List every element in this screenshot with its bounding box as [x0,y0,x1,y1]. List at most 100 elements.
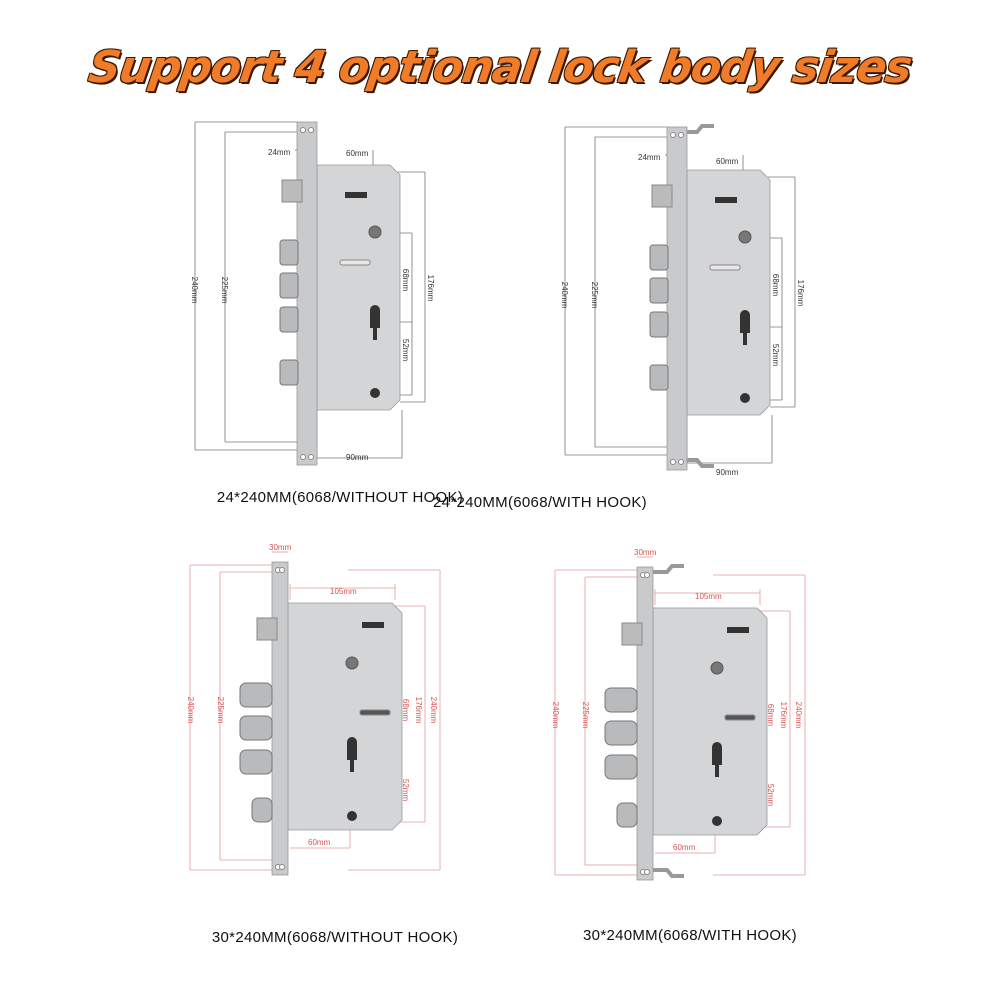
bottom-hole [347,811,357,821]
slot [339,259,371,266]
caption-30-without-hook: 30*240MM(6068/WITHOUT HOOK) [211,929,459,946]
lock-body [686,169,771,416]
dim-width: 105mm [695,592,722,601]
deadbolt [649,311,669,338]
dim-lower: 52mm [401,779,410,802]
dim-inner: 225mm [216,697,225,724]
lock-drawing: 240mm 225mm 24mm 60mm 176mm 68mm 52mm 90… [190,121,435,466]
screw-hole [300,454,306,460]
slot [727,627,749,633]
slot [345,192,367,198]
cylinder-cutout [347,737,357,772]
page-title: Support 4 optional lock body sizes [85,42,915,93]
cylinder-cutout [740,310,750,345]
dim-total: 240mm [186,697,195,724]
dim-lower: 52mm [401,339,410,362]
spindle-hole [738,230,752,244]
dim-upper: 68mm [401,699,410,722]
slot [709,264,741,271]
screw-hole [300,127,306,133]
lock-diagram-30-without-hook: 30mm 105mm 240mm 225mm 68mm 176mm 240mm … [180,540,460,880]
screw-hole [308,127,314,133]
screw-hole [279,567,285,573]
slot [715,197,737,203]
screw-hole [670,459,676,465]
dim-width: 90mm [716,468,739,477]
dim-backset: 60mm [308,838,331,847]
faceplate [296,121,318,466]
dim-width: 90mm [346,453,369,462]
dim-body: 176mm [779,702,788,729]
deadbolt [604,720,638,746]
dim-backset: 60mm [346,149,369,158]
dim-face: 24mm [638,153,661,162]
slot [362,622,384,628]
dim-width: 105mm [330,587,357,596]
deadbolt [649,244,669,271]
dim-total: 240mm [560,282,569,309]
dim-inner: 225mm [220,277,229,304]
lock-diagram-24-with-hook: 240mm 225mm 24mm 60mm 176mm 68mm 52mm 90… [550,115,830,477]
latch-bolt [621,622,643,646]
dim-upper: 68mm [766,704,775,727]
lock-diagram-30-with-hook: 30mm 105mm 240mm 225mm 68mm 176mm 240mm … [545,545,825,885]
spindle-hole [345,656,359,670]
top-hook [649,564,684,574]
lock-body [652,607,768,836]
bottom-hole [740,393,750,403]
deadbolt [649,364,669,391]
screw-hole [670,132,676,138]
bottom-hook [649,868,684,878]
lock-diagram-24-without-hook: 240mm 225mm 24mm 60mm 176mm 68mm 52mm 90… [180,110,460,470]
deadbolt [251,797,273,823]
faceplate [666,126,688,471]
dim-body: 176mm [796,280,805,307]
screw-hole [678,132,684,138]
bottom-hook [679,458,714,468]
caption-24-with-hook: 24*240MM(6068/WITH HOOK) [433,494,647,511]
deadbolt [239,715,273,741]
deadbolt [239,682,273,708]
lock-drawing: 240mm 225mm 24mm 60mm 176mm 68mm 52mm 90… [560,124,805,477]
dim-lower: 52mm [766,784,775,807]
dim-face: 24mm [268,148,291,157]
dim-backset: 60mm [673,843,696,852]
dim-backset: 60mm [716,157,739,166]
screw-hole [279,864,285,870]
caption-30-with-hook: 30*240MM(6068/WITH HOOK) [583,927,797,944]
screw-hole [644,869,650,875]
dim-inner: 225mm [581,702,590,729]
latch-bolt [281,179,303,203]
faceplate [271,561,289,876]
lock-drawing: 30mm 105mm 240mm 225mm 68mm 176mm 240mm … [551,548,806,881]
dim-total-right: 240mm [429,697,438,724]
cylinder-cutout [712,742,722,777]
dim-inner: 225mm [590,282,599,309]
lock-body [287,602,403,831]
deadbolt [279,272,299,299]
bottom-hole [712,816,722,826]
dim-total-right: 240mm [794,702,803,729]
deadbolt [616,802,638,828]
deadbolt [604,687,638,713]
dim-total: 240mm [551,702,560,729]
caption-24-without-hook: 24*240MM(6068/WITHOUT HOOK) [216,489,464,506]
latch-bolt [256,617,278,641]
top-hook [679,124,714,134]
screw-hole [678,459,684,465]
spindle-hole [710,661,724,675]
slot [359,709,391,716]
deadbolt [279,306,299,333]
slot [724,714,756,721]
bottom-hole [370,388,380,398]
deadbolt [279,359,299,386]
dim-body: 176mm [414,697,423,724]
spindle-hole [368,225,382,239]
deadbolt [604,754,638,780]
deadbolt [279,239,299,266]
screw-hole [644,572,650,578]
dim-upper: 68mm [401,269,410,292]
deadbolt [239,749,273,775]
dim-face: 30mm [269,543,292,552]
dim-total: 240mm [190,277,199,304]
